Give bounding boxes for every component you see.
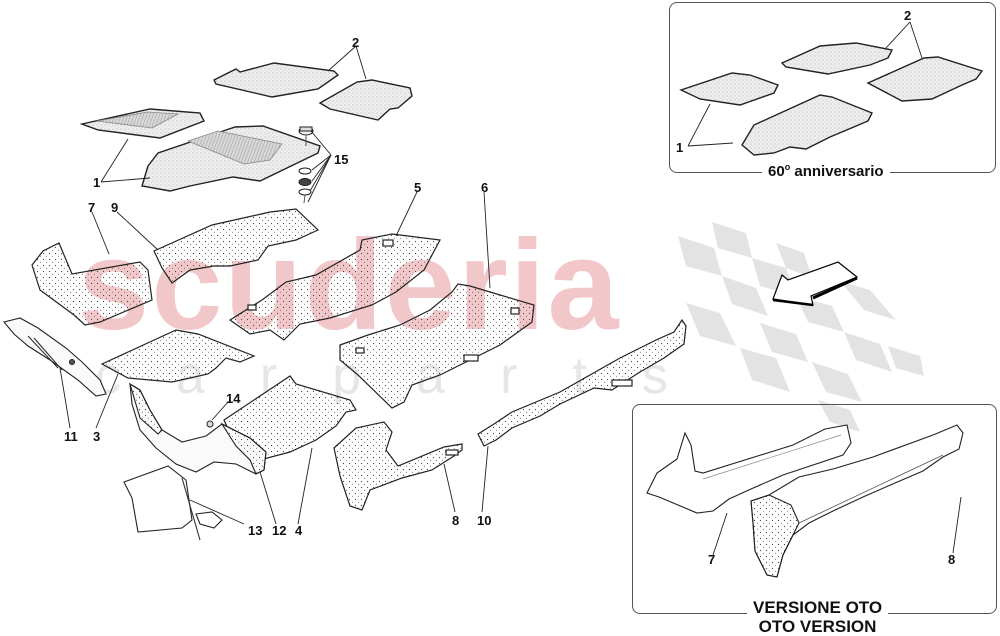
callout-9: 9 <box>111 200 119 215</box>
inset-60-title-number: 60 <box>768 163 785 180</box>
inset-callout-7: 7 <box>708 552 716 567</box>
callout-12: 12 <box>272 523 287 538</box>
inset-oto-title-line2: OTO VERSION <box>758 617 877 636</box>
callout-3: 3 <box>93 429 101 444</box>
callout-5: 5 <box>414 180 422 195</box>
direction-arrow-icon <box>772 261 859 307</box>
part-2-rear-mats <box>213 62 413 121</box>
inset-60-title: 60o anniversario <box>762 163 890 179</box>
callout-7: 7 <box>88 200 96 215</box>
part-6-rear-floor-carpet <box>339 283 535 409</box>
callout-2: 2 <box>352 35 360 50</box>
inset-oto-title: VERSIONE OTO OTO VERSION <box>747 598 889 636</box>
part-3-footwell-carpet <box>100 329 256 383</box>
part-10-sill-carpet <box>477 318 687 447</box>
callout-15: 15 <box>334 152 349 167</box>
part-14-screw <box>206 420 214 428</box>
callout-6: 6 <box>481 180 489 195</box>
part-9-tunnel-carpet <box>153 208 320 284</box>
callout-1: 1 <box>93 175 101 190</box>
inset-callout-2: 2 <box>904 8 912 23</box>
part-13-bracket <box>123 465 223 541</box>
leader-lines <box>59 45 491 525</box>
callout-11: 11 <box>64 429 78 444</box>
part-11-sill-bracket <box>3 317 107 397</box>
part-12-heel-pad <box>129 382 267 475</box>
inset-callout-8: 8 <box>948 552 956 567</box>
part-8-rear-trim <box>333 421 463 511</box>
checkered-flag <box>678 222 924 432</box>
part-7-trim-panel <box>31 242 153 326</box>
inset-60-title-text: anniversario <box>790 163 884 180</box>
inset-oto-title-line1: VERSIONE OTO <box>753 598 883 617</box>
callout-8: 8 <box>452 513 460 528</box>
degree-sup: o <box>784 162 791 172</box>
callout-4: 4 <box>295 523 303 538</box>
part-15-fasteners <box>298 126 314 204</box>
inset-60-drawing <box>679 21 984 156</box>
part-1-front-mats <box>79 108 321 192</box>
callout-13: 13 <box>248 523 263 538</box>
inset-oto-version: 7 8 VERSIONE OTO OTO VERSION <box>632 404 997 635</box>
inset-oto-drawing <box>646 424 964 578</box>
part-5-front-floor-carpet <box>228 233 441 341</box>
callout-14: 14 <box>226 391 241 406</box>
callout-10: 10 <box>477 513 492 528</box>
inset-callout-1: 1 <box>676 140 684 155</box>
inset-60-anniversario: 2 1 60o anniversario <box>669 2 996 179</box>
